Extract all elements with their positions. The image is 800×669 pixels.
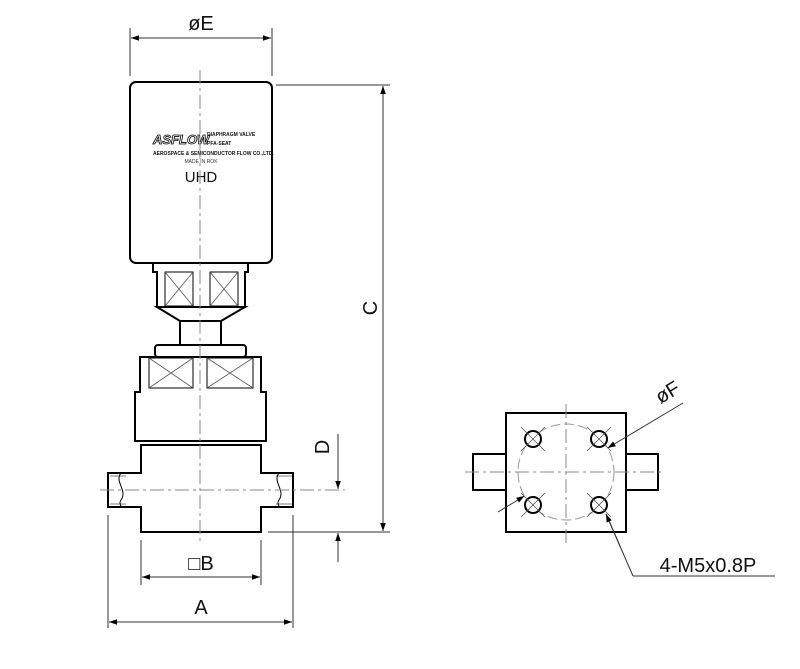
- dimension-C: C: [268, 84, 390, 533]
- model-text: UHD: [185, 169, 218, 186]
- thread-label: 4-M5x0.8P: [660, 555, 757, 577]
- dim-F-label: øF: [652, 377, 684, 408]
- nameplate: ASFLOW DIAPHRAGM VALVE PFA-SEAT AEROSPAC…: [152, 132, 275, 186]
- mounting-holes: [520, 426, 612, 518]
- dim-A-label: A: [194, 597, 208, 619]
- taper: [153, 306, 249, 322]
- port-break-right: [276, 472, 282, 508]
- front-view: ASFLOW DIAPHRAGM VALVE PFA-SEAT AEROSPAC…: [100, 70, 345, 545]
- origin-text: MADE IN ROK: [184, 159, 218, 165]
- company-text: AEROSPACE & SEMICONDUCTOR FLOW CO.,LTD.: [153, 151, 274, 157]
- dimension-B: □B: [140, 540, 262, 585]
- thread-callout: 4-M5x0.8P: [605, 513, 775, 577]
- dimension-A: A: [107, 515, 294, 628]
- dimension-E: øE: [129, 13, 273, 76]
- dim-E-label: øE: [188, 13, 214, 35]
- bottom-view: [465, 404, 665, 545]
- dim-B-label: □B: [188, 553, 213, 575]
- lower-nuts: [148, 357, 254, 389]
- port-break-left: [118, 472, 124, 508]
- product-text: DIAPHRAGM VALVE: [207, 132, 256, 138]
- dim-D-label: D: [312, 440, 334, 454]
- seat-text: PFA-SEAT: [207, 141, 231, 147]
- logo: ASFLOW: [152, 132, 211, 147]
- dim-C-label: C: [360, 301, 382, 315]
- dimension-D: D: [268, 434, 345, 562]
